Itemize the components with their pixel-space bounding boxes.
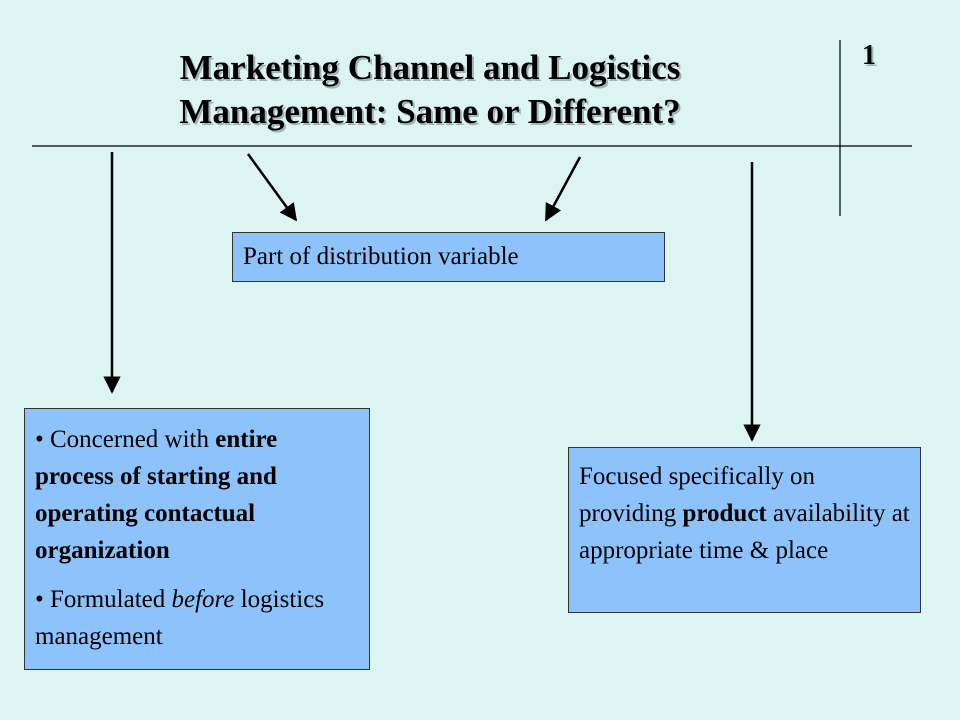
logistics-suffix: availability at appropriate time & place — [579, 500, 910, 564]
bullet2-italic: before — [171, 586, 235, 613]
bullet1-bold: entire process of starting and operating… — [35, 426, 278, 564]
logistics-prefix: Focused specifically on providing — [579, 463, 816, 527]
marketing-channel-bullet-1: • Concerned with entire process of start… — [35, 421, 359, 569]
bullet2-prefix: • Formulated — [35, 586, 172, 613]
arrow-to-middle-right — [544, 156, 582, 222]
bullet1-prefix: • Concerned with — [35, 426, 216, 453]
arrow-to-middle-left — [246, 153, 298, 222]
slide-title: Marketing Channel and Logistics Manageme… — [60, 46, 800, 134]
bullet2-suffix: logistics management — [35, 586, 325, 650]
logistics-bold: product — [682, 500, 767, 527]
marketing-channel-box: • Concerned with entire process of start… — [24, 408, 370, 670]
distribution-variable-text: Part of distribution variable — [243, 243, 519, 270]
slide-title-line2: Management: Same or Different? — [179, 92, 681, 131]
slide-title-line1: Marketing Channel and Logistics — [179, 48, 681, 87]
logistics-box: Focused specifically on providing produc… — [568, 447, 921, 613]
slide-number: 1 — [862, 40, 876, 71]
marketing-channel-bullet-2: • Formulated before logistics management — [35, 581, 359, 655]
distribution-variable-box: Part of distribution variable — [232, 232, 665, 282]
